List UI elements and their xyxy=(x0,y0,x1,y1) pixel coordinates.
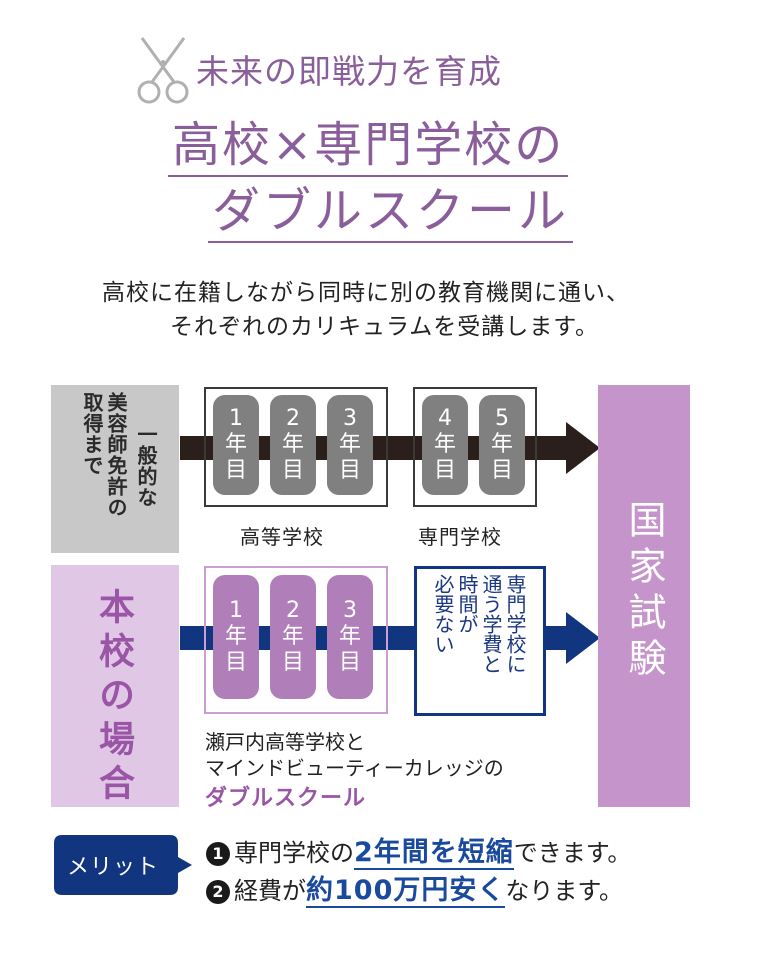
title-line-2: ダブルスクール xyxy=(208,183,574,243)
year-pill: 2 年 目 xyxy=(270,395,316,495)
merit-text: 専門学校の xyxy=(234,839,354,867)
national-exam-panel xyxy=(598,385,690,807)
general-label-col: 取得まで xyxy=(80,392,104,476)
description-line-1: 高校に在籍しながら同時に別の教育機関に通い、 xyxy=(102,280,630,306)
vocational-box xyxy=(413,387,537,507)
title-line-1: 高校×専門学校の xyxy=(168,117,569,177)
description-line-2: それぞれのカリキュラムを受講します。 xyxy=(170,314,600,340)
merit-badge: メリット xyxy=(66,855,159,880)
no-cost-callout-text: 専門学校に xyxy=(503,574,527,674)
no-cost-callout-box xyxy=(414,566,546,716)
general-label-panel xyxy=(51,385,179,553)
no-cost-callout-text: 時間が xyxy=(455,574,479,634)
our-school-label: 本校の場合 xyxy=(93,588,134,808)
no-cost-callout-text: 必要ない xyxy=(431,574,455,654)
merit-badge-shape xyxy=(54,835,192,895)
number-badge: 2 xyxy=(206,880,230,904)
year-pill: 4 年 目 xyxy=(422,395,468,495)
number-badge: 1 xyxy=(206,842,230,866)
merit-highlight: 約100万円安く xyxy=(306,875,506,908)
general-label-col: 一般的な xyxy=(134,424,158,508)
year-pill: 5 年 目 xyxy=(479,395,525,495)
merit-highlight: 2年間を短縮 xyxy=(354,837,514,870)
our-school-desc-line-1: 瀬戸内高等学校と xyxy=(205,730,365,754)
merit-text: できます。 xyxy=(513,839,632,867)
vocational-caption: 専門学校 xyxy=(418,525,502,549)
scissors-icon xyxy=(137,37,189,104)
year-pill: 2 年 目 xyxy=(270,575,316,699)
no-cost-callout-text: 通う学費と xyxy=(479,574,503,674)
year-pill: 1 年 目 xyxy=(213,575,259,699)
our-school-desc-line-2: マインドビューティーカレッジの xyxy=(205,756,504,780)
year-pill: 3 年 目 xyxy=(327,395,373,495)
merit-text: 経費が xyxy=(234,877,306,905)
tagline: 未来の即戦力を育成 xyxy=(196,52,502,91)
national-exam-label: 国家試験 xyxy=(622,500,666,684)
our-school-desc-line-3: ダブルスクール xyxy=(205,786,367,811)
high-school-box xyxy=(204,387,388,507)
merit-text: なります。 xyxy=(505,877,623,905)
year-pill: 1 年 目 xyxy=(213,395,259,495)
our-school-label-panel xyxy=(51,565,179,807)
year-pill: 3 年 目 xyxy=(327,575,373,699)
high-school-caption: 高等学校 xyxy=(240,525,324,549)
general-label-col: 美容師免許の xyxy=(104,392,128,518)
our-high-school-box xyxy=(204,566,388,714)
